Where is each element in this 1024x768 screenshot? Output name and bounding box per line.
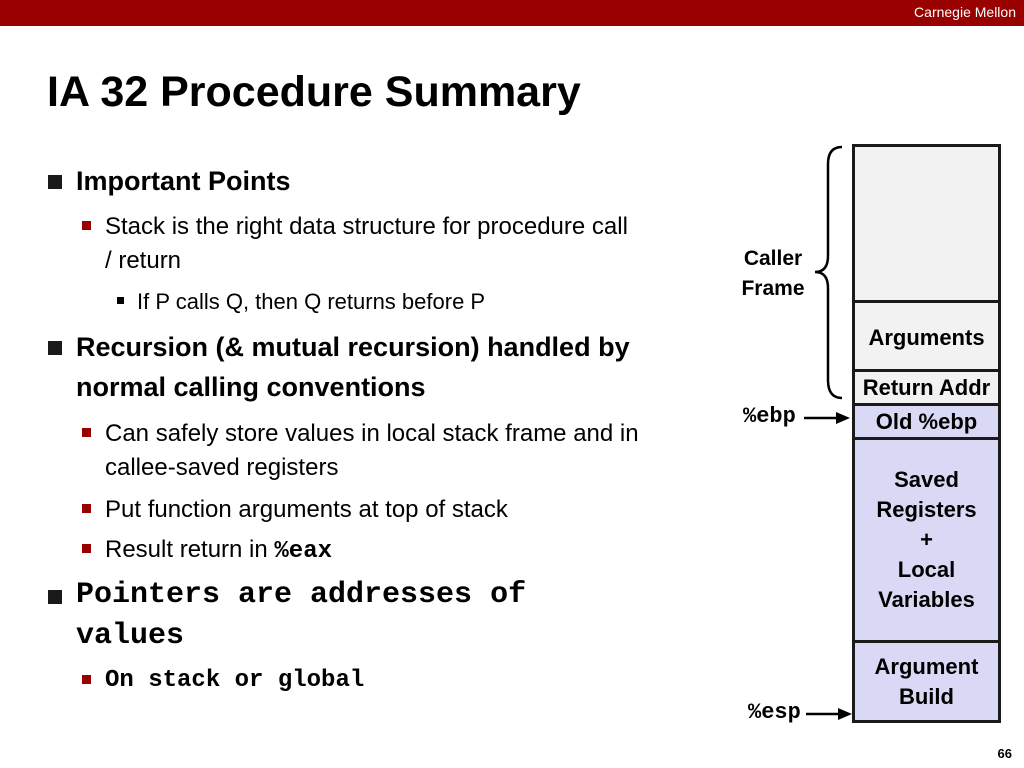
bullet-text: values bbox=[76, 619, 185, 653]
stack-diagram: Arguments Return Addr Old %ebp Saved Reg… bbox=[852, 144, 1001, 723]
bullet-marker-icon bbox=[48, 341, 62, 355]
bullet-put-args: Put function arguments at top of stack bbox=[82, 496, 508, 524]
caller-frame-brace-icon bbox=[814, 145, 843, 400]
stack-cell-label: Return Addr bbox=[862, 374, 991, 400]
bullet-marker-icon bbox=[48, 590, 62, 604]
bullet-recursion-cont: normal calling conventions bbox=[76, 372, 426, 403]
stack-cell-arguments: Arguments bbox=[855, 300, 998, 369]
bullet-on-stack: On stack or global bbox=[82, 667, 365, 694]
bullet-text: If P calls Q, then Q returns before P bbox=[137, 289, 486, 314]
register-eax: %eax bbox=[274, 538, 333, 565]
bullet-marker-icon bbox=[117, 297, 124, 304]
bullet-text: Important Points bbox=[76, 166, 291, 196]
bullet-stack-right: Stack is the right data structure for pr… bbox=[82, 213, 628, 241]
bullet-marker-icon bbox=[82, 428, 91, 437]
stack-cell-return-addr: Return Addr bbox=[855, 369, 998, 403]
bullet-text: callee-saved registers bbox=[105, 454, 339, 481]
bullet-text: Pointers are addresses of bbox=[76, 578, 527, 612]
bullet-marker-icon bbox=[82, 675, 91, 684]
bullet-text: Can safely store values in local stack f… bbox=[105, 420, 639, 447]
bullet-text: On stack or global bbox=[105, 667, 365, 694]
caller-frame-label: Caller Frame bbox=[730, 244, 816, 304]
bullet-marker-icon bbox=[82, 504, 91, 513]
bullet-text: normal calling conventions bbox=[76, 372, 426, 402]
bullet-text: Stack is the right data structure for pr… bbox=[105, 213, 628, 240]
bullet-stack-right-cont: / return bbox=[105, 247, 181, 275]
stack-cell-label: Arguments bbox=[868, 325, 985, 350]
bullet-pointers: Pointers are addresses of bbox=[48, 578, 527, 612]
ebp-arrow-icon bbox=[804, 412, 850, 424]
bullet-safely-store-cont: callee-saved registers bbox=[105, 454, 338, 482]
stack-cell-label: + bbox=[920, 527, 933, 552]
bullet-if-p-calls-q: If P calls Q, then Q returns before P bbox=[117, 289, 486, 315]
bullet-safely-store: Can safely store values in local stack f… bbox=[82, 420, 639, 448]
bullet-result-return: Result return in %eax bbox=[82, 536, 333, 565]
ebp-label: %ebp bbox=[743, 404, 796, 429]
stack-cell-argument-build: Argument Build bbox=[855, 640, 998, 720]
bullet-important-points: Important Points bbox=[48, 166, 291, 197]
bullet-marker-icon bbox=[82, 544, 91, 553]
stack-cell-label: Local bbox=[897, 557, 956, 582]
header-bar: Carnegie Mellon bbox=[0, 0, 1024, 26]
stack-cell-label: Registers bbox=[876, 497, 977, 522]
stack-cell-empty bbox=[855, 147, 998, 300]
caller-frame-label-line: Frame bbox=[741, 277, 805, 300]
bullet-text: / return bbox=[105, 247, 182, 274]
bullet-pointers-cont: values bbox=[76, 619, 184, 653]
bullet-marker-icon bbox=[82, 221, 91, 230]
bullet-recursion: Recursion (& mutual recursion) handled b… bbox=[48, 332, 630, 363]
stack-cell-label: Old %ebp bbox=[875, 408, 978, 434]
esp-label: %esp bbox=[748, 700, 801, 725]
brand-label: Carnegie Mellon bbox=[914, 4, 1016, 20]
caller-frame-label-line: Caller bbox=[743, 247, 803, 270]
stack-cell-old-ebp: Old %ebp bbox=[855, 403, 998, 437]
stack-cell-label: Variables bbox=[878, 587, 975, 612]
esp-arrow-icon bbox=[806, 708, 852, 720]
bullet-marker-icon bbox=[48, 175, 62, 189]
bullet-text: Recursion (& mutual recursion) handled b… bbox=[76, 332, 630, 362]
page-number: 66 bbox=[997, 746, 1012, 761]
slide-title: IA 32 Procedure Summary bbox=[47, 68, 581, 116]
bullet-text: Result return in bbox=[105, 536, 275, 563]
stack-cell-label: Saved bbox=[894, 467, 959, 492]
stack-cell-label: Build bbox=[898, 683, 954, 709]
stack-cell-saved-registers: Saved Registers + Local Variables bbox=[855, 437, 998, 640]
stack-cell-label: Argument bbox=[874, 653, 979, 679]
bullet-text: Put function arguments at top of stack bbox=[105, 496, 508, 523]
